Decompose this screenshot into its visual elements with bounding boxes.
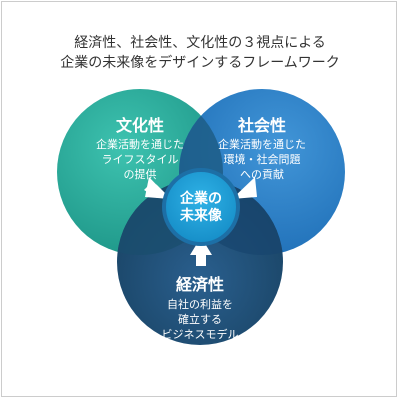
society-heading: 社会性 (237, 116, 286, 135)
society-desc-line-2: 環境・社会問題 (223, 153, 301, 166)
culture-heading: 文化性 (115, 116, 164, 135)
society-desc-line-3: への貢献 (240, 168, 284, 181)
center-label-line-2: 未来像 (180, 208, 222, 224)
arrow-society-head (232, 177, 257, 199)
economy-desc-line-2: 確立する (178, 313, 222, 326)
arrow-culture-head (145, 177, 170, 199)
arrow-economy-shaft (196, 254, 206, 266)
culture-desc-line-2: ライフスタイル (101, 153, 179, 166)
center-label-line-1: 企業の (180, 191, 222, 207)
economy-desc-line-3: ビジネスモデル (161, 328, 239, 341)
society-economy-overlap (179, 179, 283, 255)
economy-desc-line-1: 自社の利益を (167, 298, 233, 311)
culture-desc-line-1: 企業活動を通じた (96, 138, 184, 151)
diagram-title-line-1: 経済性、社会性、文化性の３視点による (74, 35, 326, 51)
diagram-title-line-2: 企業の未来像をデザインするフレームワーク (60, 55, 340, 71)
economy-heading: 経済性 (175, 275, 224, 294)
culture-economy-overlap (117, 179, 223, 255)
society-desc-line-1: 企業活動を通じた (218, 138, 306, 151)
culture-desc-line-3: の提供 (123, 168, 157, 181)
center-circle (162, 168, 240, 246)
